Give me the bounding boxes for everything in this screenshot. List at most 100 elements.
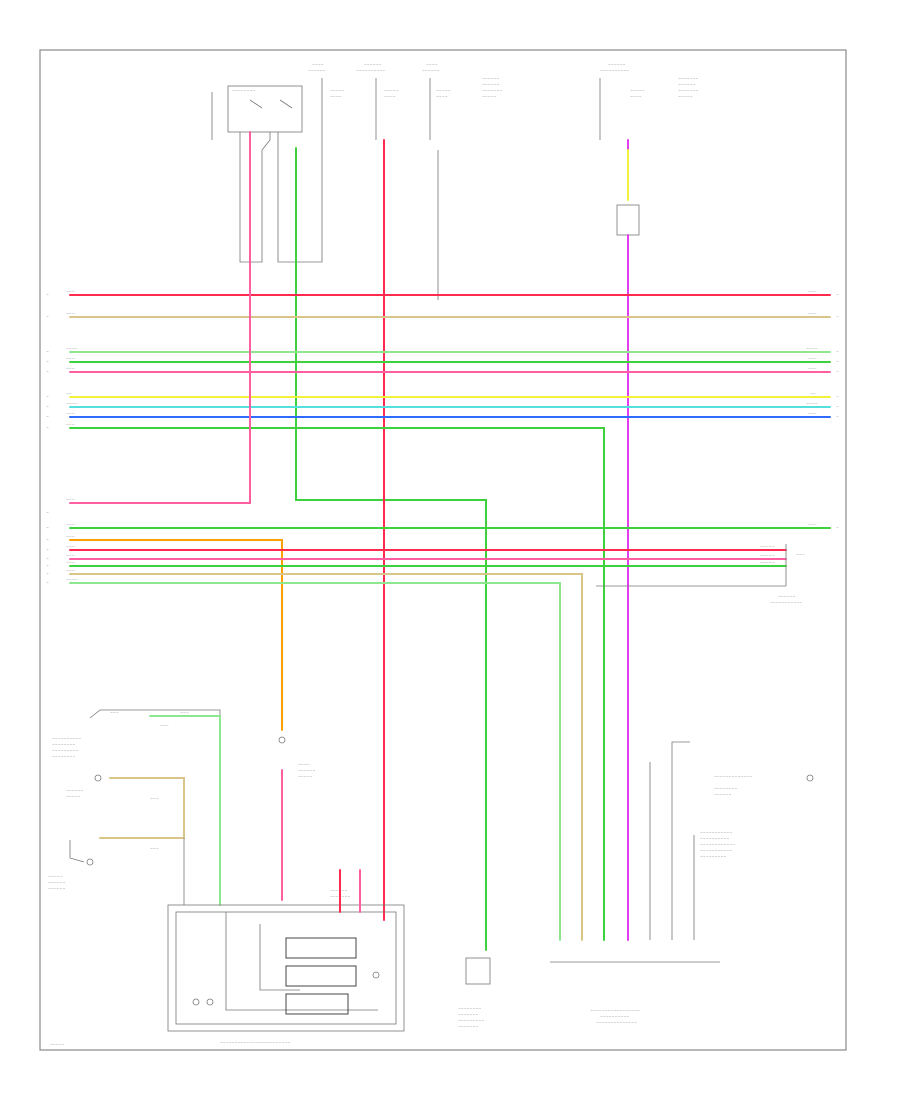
svg-text:~~~~~~~~~~~: ~~~~~~~~~~~ [700, 849, 732, 853]
svg-text:~~~~~~~~~~: ~~~~~~~~~~ [600, 1015, 629, 1019]
svg-text:~~~~~: ~~~~~ [760, 554, 775, 558]
svg-text:~~~~: ~~~~ [298, 763, 310, 767]
svg-text:~~~~: ~~~~ [384, 95, 396, 99]
page-code: ~~~~~ [50, 1043, 65, 1047]
svg-text:~~~~~: ~~~~~ [630, 89, 645, 93]
control-module: ~~~~~~~~~~~~~ ~~~~~~~~~~~~~~~~~~~~~~~~ [167, 869, 405, 1045]
horn-relay-block: ~~~~~~~~ [211, 85, 303, 140]
svg-text:~~~~~~~: ~~~~~~~ [482, 89, 503, 93]
svg-text:~~~~~~~~~~~~: ~~~~~~~~~~~~ [700, 843, 735, 847]
svg-text:~~~~~~: ~~~~~~ [422, 69, 440, 73]
svg-text:~~~~~~~: ~~~~~~~ [458, 1013, 479, 1017]
svg-text:~~~~~: ~~~~~ [298, 775, 313, 779]
svg-text:~~~~: ~~~~ [806, 402, 818, 406]
svg-text:~~~~~~~~~~: ~~~~~~~~~~ [52, 737, 81, 741]
svg-text:~: ~ [46, 426, 49, 430]
svg-text:~~~~~~: ~~~~~~ [330, 889, 348, 893]
svg-text:~~~~: ~~~~ [330, 95, 342, 99]
svg-text:~~~~~~~~: ~~~~~~~~ [52, 743, 76, 747]
svg-text:~~~: ~~~ [66, 423, 75, 427]
svg-text:~~~~~~~~~: ~~~~~~~~~ [700, 855, 726, 859]
svg-text:~: ~ [836, 395, 839, 399]
svg-text:~~~~~~: ~~~~~~ [308, 69, 326, 73]
diagram-frame [39, 49, 847, 1051]
mid-fuse: ~~~~~~~~~~ ~~~~~ [278, 736, 316, 901]
svg-text:~~~: ~~~ [110, 711, 119, 715]
svg-text:~~~: ~~~ [808, 523, 817, 527]
svg-text:~~~~~~~~~: ~~~~~~~~~ [458, 1019, 484, 1023]
svg-text:~: ~ [46, 395, 49, 399]
svg-text:~~~~~~~~~~~: ~~~~~~~~~~~ [700, 831, 732, 835]
svg-text:~: ~ [836, 415, 839, 419]
svg-text:~: ~ [46, 511, 49, 515]
fuse-right-box [616, 204, 640, 236]
svg-text:~~~: ~~~ [66, 554, 75, 558]
svg-text:~~~~~~: ~~~~~~ [714, 793, 732, 797]
svg-text:~~~~~~~~~~~~~~: ~~~~~~~~~~~~~~ [596, 1021, 637, 1025]
svg-text:~~~: ~~~ [66, 561, 75, 565]
svg-text:~~~~~: ~~~~~ [436, 89, 451, 93]
svg-text:~~~~~~~: ~~~~~~~ [458, 1025, 479, 1029]
svg-text:~~~~~~~~: ~~~~~~~~ [458, 1007, 482, 1011]
svg-text:~~~: ~~~ [796, 553, 805, 557]
svg-text:~: ~ [46, 370, 49, 374]
svg-text:~~~~~~~~~: ~~~~~~~~~ [52, 749, 78, 753]
svg-text:~~~~: ~~~~ [66, 578, 78, 582]
svg-text:~~~~~: ~~~~~ [66, 795, 81, 799]
bus-labels: ~~~~~~ ~~~~~~ ~~~~~~~~ ~~~~~~ ~~~~~~ ~~~… [46, 290, 839, 585]
svg-text:~~~: ~~~ [808, 412, 817, 416]
svg-text:~~~: ~~~ [66, 523, 75, 527]
svg-text:~~~~~~: ~~~~~~ [482, 77, 500, 81]
svg-text:~~~~~~~~~~: ~~~~~~~~~~ [600, 69, 629, 73]
svg-text:~~~~~~~~~~: ~~~~~~~~~~ [356, 69, 385, 73]
fuse-stubs [321, 78, 601, 140]
svg-text:~~~~~~: ~~~~~~ [298, 769, 316, 773]
svg-text:~~~~~~~~~~~: ~~~~~~~~~~~ [770, 601, 802, 605]
svg-text:~~~~: ~~~~ [806, 347, 818, 351]
svg-text:~~: ~~ [810, 392, 816, 396]
svg-text:~~~: ~~~ [66, 412, 75, 416]
svg-text:~: ~ [46, 315, 49, 319]
svg-text:~~: ~~ [66, 392, 72, 396]
svg-text:~~~: ~~~ [66, 290, 75, 294]
svg-text:~: ~ [46, 526, 49, 530]
svg-text:~~~~~~~: ~~~~~~~ [678, 77, 699, 81]
svg-text:~: ~ [836, 526, 839, 530]
svg-text:~~~~~~~~~~: ~~~~~~~~~~ [700, 837, 729, 841]
svg-text:~~~~~: ~~~~~ [330, 89, 345, 93]
svg-text:~~~: ~~~ [808, 367, 817, 371]
svg-text:~: ~ [46, 538, 49, 542]
svg-text:~~~: ~~~ [66, 569, 75, 573]
svg-text:~~~: ~~~ [180, 711, 189, 715]
svg-text:~: ~ [46, 572, 49, 576]
svg-text:~~~~~~~: ~~~~~~~ [678, 89, 699, 93]
svg-text:~~~~~: ~~~~~ [678, 95, 693, 99]
svg-text:~~~~~~~~: ~~~~~~~~ [714, 787, 738, 791]
svg-text:~: ~ [836, 315, 839, 319]
svg-text:~~~~: ~~~~ [426, 63, 438, 67]
svg-text:~: ~ [836, 370, 839, 374]
svg-text:~: ~ [836, 293, 839, 297]
svg-text:~~~: ~~~ [160, 724, 169, 728]
svg-text:~: ~ [46, 350, 49, 354]
svg-text:~~~: ~~~ [150, 847, 159, 851]
svg-text:~: ~ [836, 405, 839, 409]
svg-text:~~~: ~~~ [66, 535, 75, 539]
svg-text:~~~~: ~~~~ [66, 402, 78, 406]
svg-text:~~~: ~~~ [808, 290, 817, 294]
svg-text:~: ~ [46, 293, 49, 297]
svg-text:~~~~~~: ~~~~~~ [48, 887, 66, 891]
svg-text:~: ~ [46, 548, 49, 552]
bus-wires [69, 261, 831, 941]
svg-text:~~~~~~~~~~~~~: ~~~~~~~~~~~~~ [714, 775, 752, 779]
svg-text:~: ~ [836, 350, 839, 354]
svg-text:~~~~~~: ~~~~~~ [364, 63, 382, 67]
svg-text:~~~~: ~~~~ [66, 347, 78, 351]
svg-text:~~~~~~~~~~~~~~~~~: ~~~~~~~~~~~~~~~~~ [590, 1009, 640, 1013]
svg-text:~~~: ~~~ [66, 357, 75, 361]
svg-text:~~~~~~: ~~~~~~ [66, 789, 84, 793]
center-sensor: ~~~~~~~~~~~~~~~ ~~~~~~~~~~~~~~~~ [458, 957, 491, 1029]
svg-text:~: ~ [46, 405, 49, 409]
svg-text:~~~~~~: ~~~~~~ [608, 63, 626, 67]
